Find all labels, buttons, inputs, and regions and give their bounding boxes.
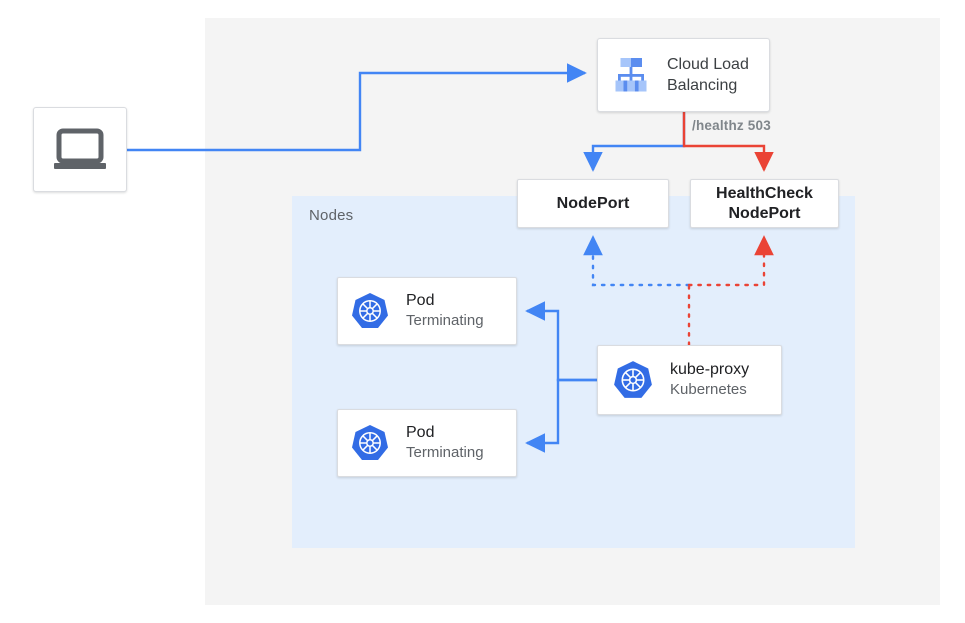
healthcheck-nodeport-card[interactable]: HealthCheck NodePort (690, 179, 839, 228)
kube-proxy-card[interactable]: kube-proxy Kubernetes (597, 345, 782, 415)
cloud-load-balancing-label: Cloud Load Balancing (667, 54, 749, 96)
healthcheck-nodeport-line-1: HealthCheck (716, 184, 813, 202)
pod-title-1: Pod (406, 292, 435, 309)
pod-card-2[interactable]: Pod Terminating (337, 409, 517, 477)
cloud-load-balancing-line-1: Cloud Load (667, 56, 749, 73)
nodes-panel-label: Nodes (309, 207, 354, 224)
nodeport-card[interactable]: NodePort (517, 179, 669, 228)
pod-text-2: Pod Terminating (406, 423, 484, 463)
healthcheck-nodeport-label: HealthCheck NodePort (716, 184, 813, 224)
healthcheck-nodeport-line-2: NodePort (728, 204, 801, 222)
cloud-load-balancing-line-2: Balancing (667, 77, 738, 94)
pod-card-1[interactable]: Pod Terminating (337, 277, 517, 345)
kube-proxy-subtitle: Kubernetes (670, 381, 747, 398)
pod-status-1: Terminating (406, 312, 484, 329)
client-laptop-card[interactable] (33, 107, 127, 192)
pod-title-2: Pod (406, 424, 435, 441)
cloud-load-balancing-icon (615, 58, 647, 92)
pod-text-1: Pod Terminating (406, 291, 484, 331)
nodeport-label: NodePort (556, 194, 630, 212)
kube-proxy-title: kube-proxy (670, 361, 750, 378)
kubernetes-icon (352, 293, 388, 328)
kubernetes-icon (352, 425, 388, 460)
kubernetes-icon (614, 361, 652, 398)
pod-status-2: Terminating (406, 444, 484, 461)
cloud-load-balancing-card[interactable]: Cloud Load Balancing (597, 38, 770, 112)
laptop-icon (54, 128, 106, 169)
kube-proxy-text: kube-proxy Kubernetes (670, 360, 749, 400)
healthz-status-label: /healthz 503 (692, 118, 771, 133)
